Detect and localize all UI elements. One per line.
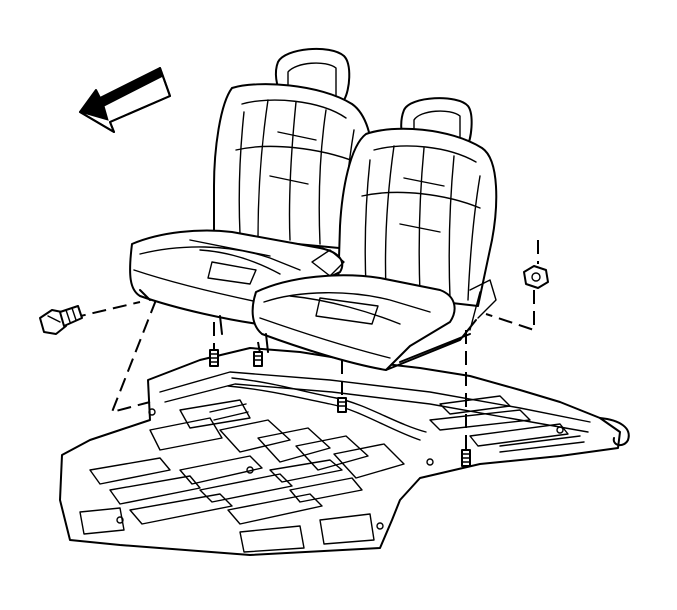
rear-seat bbox=[129, 47, 498, 371]
mounting-bolt bbox=[39, 305, 83, 335]
floor-stud-right bbox=[461, 449, 471, 467]
front-direction-arrow bbox=[79, 67, 171, 133]
floor-studs bbox=[209, 349, 471, 467]
right-seat-cushion bbox=[251, 274, 456, 371]
floor-stud-rear bbox=[253, 351, 263, 367]
right-seat-backrest bbox=[337, 127, 498, 307]
vehicle-floor-pan bbox=[59, 347, 630, 556]
floor-stud-left bbox=[209, 349, 219, 367]
seat-frame bbox=[139, 249, 497, 371]
left-seat-backrest bbox=[213, 83, 375, 251]
floor-stud-center bbox=[337, 397, 347, 413]
mounting-nut bbox=[523, 265, 549, 289]
